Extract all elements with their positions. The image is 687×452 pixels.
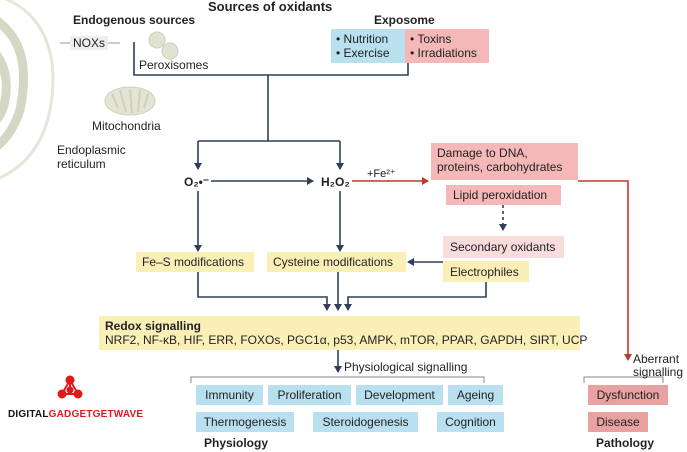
pathology-title: Pathology	[596, 436, 655, 450]
watermark-logo-icon	[57, 375, 83, 399]
sources-title: Sources of oxidants	[208, 0, 333, 14]
physiology-item-immunity: Immunity	[196, 385, 263, 405]
watermark-part1: DIGITAL	[8, 409, 49, 420]
toxins-label: • Toxins	[410, 32, 452, 46]
pathology-bracket	[583, 376, 664, 383]
physiological-signalling-label: Physiological signalling	[344, 360, 468, 374]
secondary-oxidants-box: Secondary oxidants	[443, 236, 564, 258]
peroxisomes-label: Peroxisomes	[139, 58, 209, 72]
exposome-environment-box: • Toxins • Irradiations	[405, 29, 489, 63]
connector-exposome	[268, 63, 409, 76]
peroxisome-illustration	[148, 31, 179, 60]
er-label-line2: reticulum	[57, 157, 106, 171]
physiology-bracket	[190, 376, 485, 383]
physiology-item-steroidogenesis: Steroidogenesis	[313, 412, 418, 432]
exposome-title: Exposome	[374, 13, 435, 27]
cysteine-modifications-box: Cysteine modifications	[267, 252, 406, 272]
er-label-line1: Endoplasmic	[57, 143, 126, 157]
watermark-part2: GADGETGETWAVE	[48, 409, 144, 420]
arrow-fes-to-redox	[197, 272, 331, 311]
lipid-peroxidation-box: Lipid peroxidation	[446, 185, 561, 205]
cell-illustration	[0, 17, 29, 150]
physiology-item-cognition: Cognition	[437, 412, 504, 432]
aberrant-label-line1: Aberrant	[633, 352, 680, 366]
h2o2-label: H₂O₂	[321, 175, 350, 189]
physiology-item-development: Development	[356, 385, 443, 405]
superoxide-label: O₂•⁻	[184, 175, 210, 189]
nutrition-label: • Nutrition	[336, 32, 389, 46]
arrow-to-pathology	[578, 180, 632, 361]
damage-line2: proteins, carbohydrates	[437, 160, 563, 174]
damage-line1: Damage to DNA,	[437, 146, 528, 160]
physiology-item-thermogenesis: Thermogenesis	[196, 412, 294, 432]
iron-label: +Fe²⁺	[367, 168, 396, 180]
exercise-label: • Exercise	[336, 46, 390, 60]
physiology-item-proliferation: Proliferation	[268, 385, 351, 405]
mitochondrion-illustration	[104, 86, 156, 116]
damage-box: Damage to DNA, proteins, carbohydrates	[431, 143, 578, 180]
fes-modifications-box: Fe–S modifications	[136, 252, 254, 272]
mitochondria-label: Mitochondria	[92, 119, 161, 133]
endogenous-title: Endogenous sources	[73, 13, 196, 27]
physiology-item-ageing: Ageing	[448, 385, 503, 405]
redox-signalling-box: Redox signalling NRF2, NF-κB, HIF, ERR, …	[99, 316, 588, 350]
pathology-item-disease: Disease	[588, 412, 648, 432]
electrophiles-box: Electrophiles	[443, 261, 529, 282]
exposome-lifestyle-box: • Nutrition • Exercise	[331, 29, 405, 63]
physiology-title: Physiology	[204, 436, 269, 450]
redox-list: NRF2, NF-κB, HIF, ERR, FOXOs, PGC1α, p53…	[105, 333, 588, 347]
aberrant-label-line2: signalling	[633, 365, 684, 379]
irradiations-label: • Irradiations	[410, 46, 477, 60]
arrow-electrophiles-to-redox	[344, 282, 487, 311]
watermark-text: DIGITALGADGETGETWAVE	[8, 409, 143, 420]
connector-endogenous	[133, 42, 268, 76]
pathology-item-dysfunction: Dysfunction	[588, 385, 668, 405]
noxs-label: NOXs	[70, 36, 109, 50]
redox-title: Redox signalling	[105, 319, 202, 333]
er-outline	[0, 0, 55, 180]
